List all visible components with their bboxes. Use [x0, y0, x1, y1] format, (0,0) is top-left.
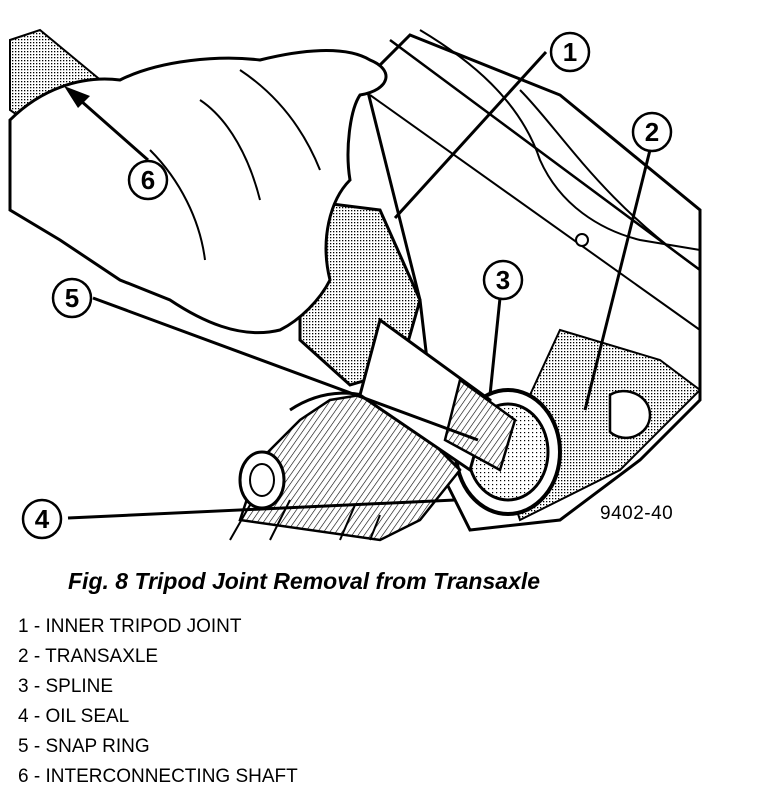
legend-item: 3 - SPLINE: [18, 676, 114, 697]
callout-arrowhead: [64, 86, 90, 108]
figure-number: 9402-40: [600, 503, 674, 524]
svg-text:5: 5: [65, 283, 79, 313]
legend-label: TRANSAXLE: [45, 646, 159, 667]
legend-label: SNAP RING: [45, 736, 150, 757]
svg-text:6: 6: [141, 165, 155, 195]
legend-label: OIL SEAL: [45, 706, 130, 727]
leader-lines: [67, 50, 652, 520]
svg-text:2: 2: [645, 117, 659, 147]
legend-item: 5 - SNAP RING: [18, 736, 150, 757]
callout-5: 5: [51, 277, 93, 319]
legend-item: 4 - OIL SEAL: [18, 706, 130, 727]
legend-num: 6: [18, 766, 29, 787]
legend-item: 1 - INNER TRIPOD JOINT: [18, 616, 242, 637]
legend-num: 2: [18, 646, 29, 667]
figure-caption: Fig. 8 Tripod Joint Removal from Transax…: [68, 568, 541, 594]
legend-label: INTERCONNECTING SHAFT: [45, 766, 298, 787]
tripod-joint-illustration: 1 2 3 4 5 6: [8, 28, 702, 542]
legend-item: 6 - INTERCONNECTING SHAFT: [18, 766, 298, 787]
callout-2: 2: [631, 111, 673, 153]
callout-1: 1: [549, 31, 591, 73]
legend-num: 5: [18, 736, 29, 757]
legend-num: 1: [18, 616, 29, 637]
legend-num: 3: [18, 676, 29, 697]
legend-num: 4: [18, 706, 29, 727]
parts-legend: 1 - INNER TRIPOD JOINT 2 - TRANSAXLE 3 -…: [18, 612, 298, 792]
svg-text:3: 3: [496, 265, 510, 295]
callout-3: 3: [482, 259, 524, 301]
legend-label: INNER TRIPOD JOINT: [45, 616, 242, 637]
legend-label: SPLINE: [45, 676, 114, 697]
svg-text:1: 1: [563, 37, 577, 67]
callout-6: 6: [127, 159, 169, 201]
callout-4: 4: [21, 498, 63, 540]
legend-item: 2 - TRANSAXLE: [18, 646, 159, 667]
svg-text:4: 4: [35, 504, 50, 534]
